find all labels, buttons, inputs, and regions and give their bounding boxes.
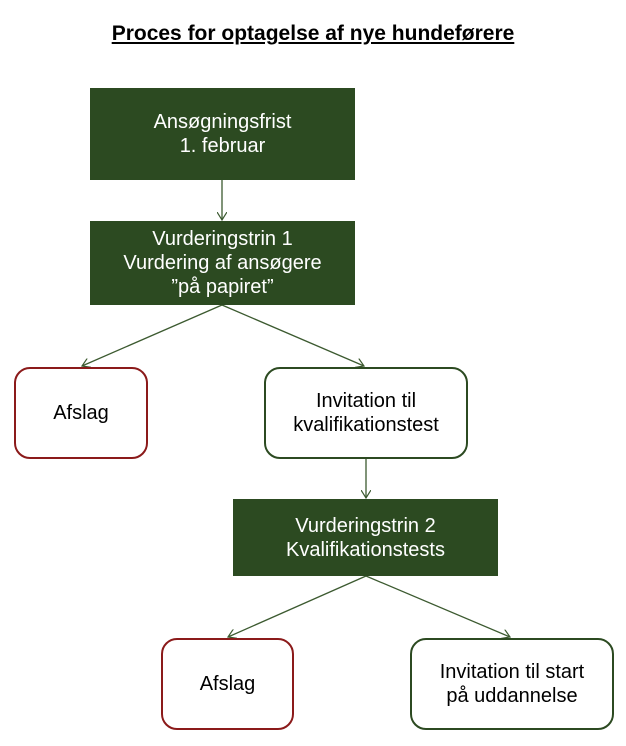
edge-stage2-invite-start [365, 575, 510, 637]
node-invitation-start-training: Invitation til start på uddannelse [410, 638, 614, 730]
edge-stage1-invite-test [221, 304, 364, 366]
node-text: Invitation til [315, 390, 417, 412]
diagram-title: Proces for optagelse af nye hundeførere [111, 22, 515, 45]
node-text: Vurderingstrin 1 [152, 228, 293, 250]
node-invitation-qualification-test: Invitation til kvalifikationstest [264, 367, 468, 459]
node-assessment-stage-1: Vurderingstrin 1 Vurdering af ansøgere ”… [90, 221, 355, 305]
node-rejection-1: Afslag [14, 367, 148, 459]
node-assessment-stage-2: Vurderingstrin 2 Kvalifikationstests [233, 499, 498, 576]
node-text: Afslag [53, 402, 109, 424]
node-text: 1. februar [179, 135, 266, 157]
node-text: Kvalifikationstests [286, 538, 445, 561]
edge-stage2-reject2 [228, 575, 367, 637]
node-text: Invitation til start [439, 661, 585, 683]
node-text: Afslag [199, 673, 256, 695]
node-text: ”på papiret” [171, 276, 274, 298]
edge-stage1-reject1 [82, 304, 223, 366]
node-text: på uddannelse [446, 685, 578, 707]
node-application-deadline: Ansøgningsfrist 1. februar [90, 88, 355, 180]
node-rejection-2: Afslag [161, 638, 294, 730]
node-text: Ansøgningsfrist [153, 111, 292, 133]
node-text: kvalifikationstest [293, 414, 439, 436]
node-text: Vurderingstrin 2 [295, 514, 436, 537]
node-text: Vurdering af ansøgere [123, 252, 322, 274]
